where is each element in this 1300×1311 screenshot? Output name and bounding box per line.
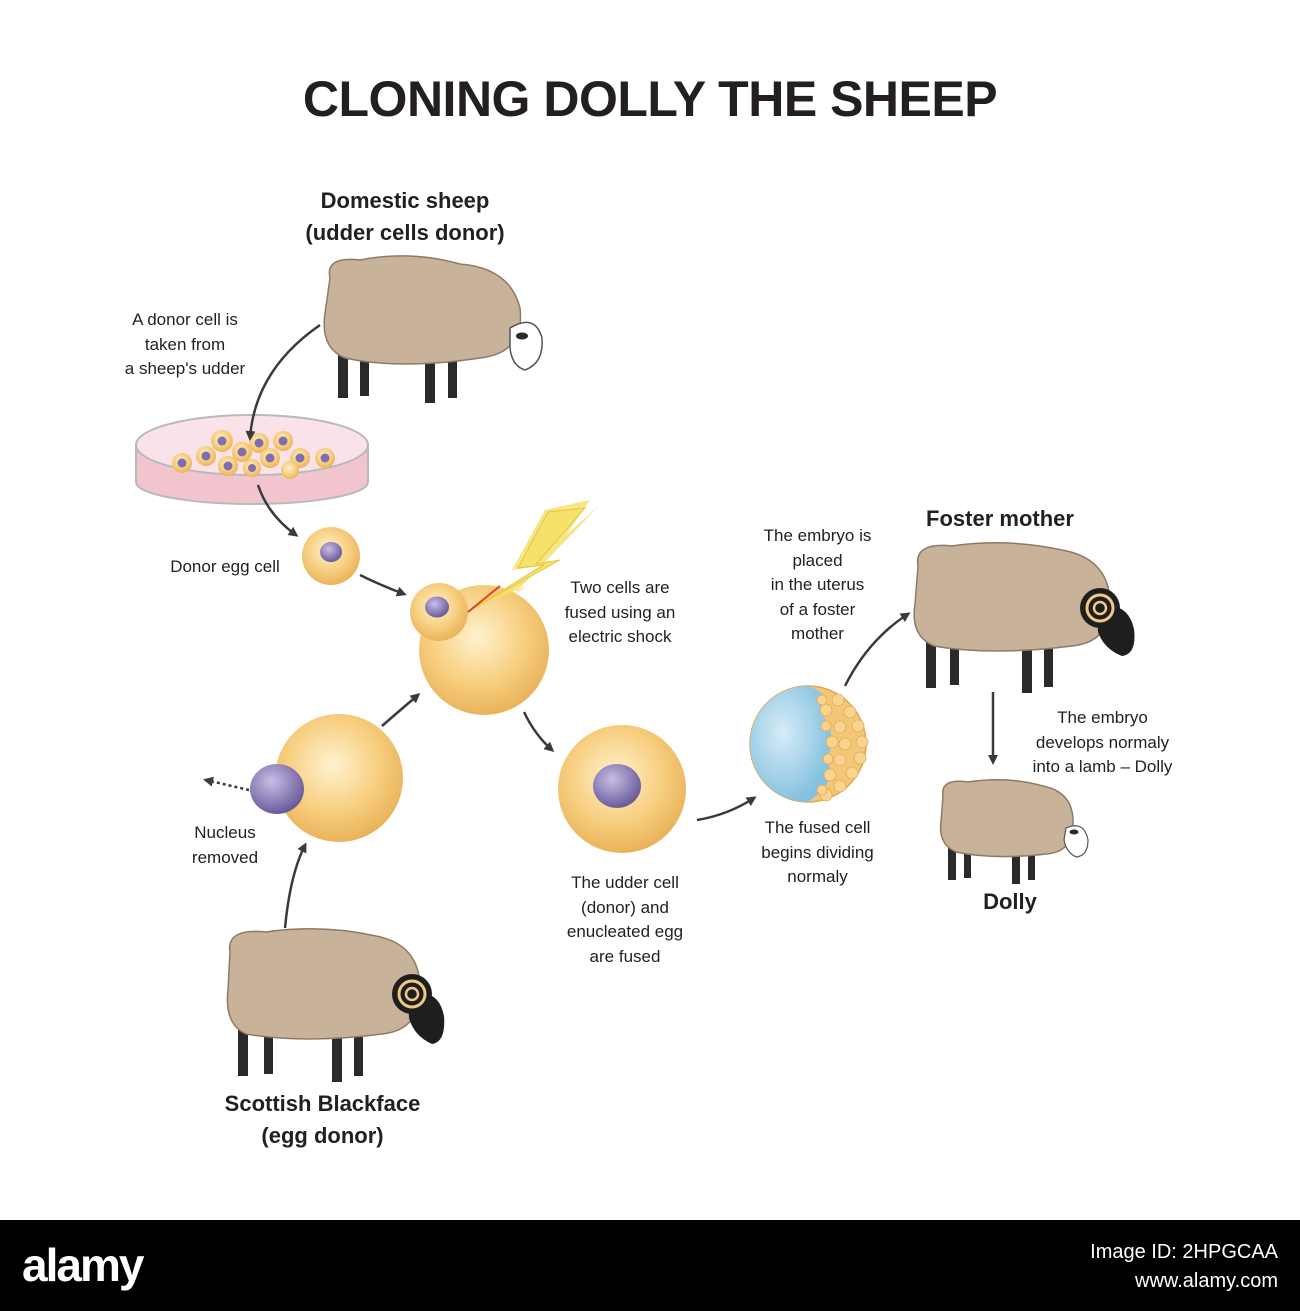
label-domestic-sheep: Domestic sheep (udder cells donor) xyxy=(305,188,505,245)
label-embryo-placed: The embryo is placed in the uterus of a … xyxy=(763,526,872,643)
arrow-egg-to-fusion xyxy=(359,573,407,597)
label-nucleus-removed: Nucleus removed xyxy=(191,823,259,867)
label-donor-egg-cell: Donor egg cell xyxy=(170,557,280,576)
petri-dish xyxy=(135,414,369,505)
donor-egg-cell xyxy=(302,527,360,585)
arrow-dish-to-egg xyxy=(256,484,299,537)
arrow-blackface-to-egg xyxy=(283,842,307,929)
arrow-sheep-to-dish xyxy=(245,323,321,441)
label-electric-shock: Two cells are fused using an electric sh… xyxy=(564,578,676,646)
process-arrows xyxy=(203,323,998,929)
arrow-embryo-to-foster xyxy=(843,612,911,687)
foster-mother-sheep-icon xyxy=(913,542,1135,693)
scottish-blackface-sheep-icon xyxy=(226,928,445,1082)
label-udder-fused: The udder cell (donor) and enucleated eg… xyxy=(566,873,684,966)
label-embryo-develops: The embryo develops normaly into a lamb … xyxy=(1032,708,1173,776)
label-foster-mother: Foster mother xyxy=(926,506,1074,531)
dividing-embryo xyxy=(749,685,869,803)
page-title: CLONING DOLLY THE SHEEP xyxy=(302,71,998,127)
arrow-fused-to-embryo xyxy=(696,796,757,822)
brand-logo: alamy xyxy=(22,1239,144,1291)
watermark-footer: alamy Image ID: 2HPGCAA www.alamy.com xyxy=(0,1220,1300,1311)
domestic-sheep-icon xyxy=(323,255,543,403)
label-donor-cell-taken: A donor cell is taken from a sheep's udd… xyxy=(124,310,246,378)
dolly-lamb-icon xyxy=(939,779,1089,884)
label-fused-dividing: The fused cell begins dividing normaly xyxy=(761,818,874,886)
lightning-bolt-icon xyxy=(467,500,600,613)
arrow-enucleated-to-fusion xyxy=(381,693,421,727)
fusion-cells xyxy=(410,583,549,715)
site-url: www.alamy.com xyxy=(1135,1270,1278,1292)
label-scottish-blackface: Scottish Blackface (egg donor) xyxy=(224,1091,421,1148)
enucleated-egg xyxy=(250,714,403,842)
fused-cell xyxy=(558,725,686,853)
label-dolly: Dolly xyxy=(983,889,1037,914)
image-id: Image ID: 2HPGCAA xyxy=(1090,1241,1278,1263)
diagram-canvas xyxy=(135,255,1135,1082)
arrow-nucleus-removed xyxy=(203,776,250,792)
arrow-fusion-to-fused xyxy=(522,711,555,752)
